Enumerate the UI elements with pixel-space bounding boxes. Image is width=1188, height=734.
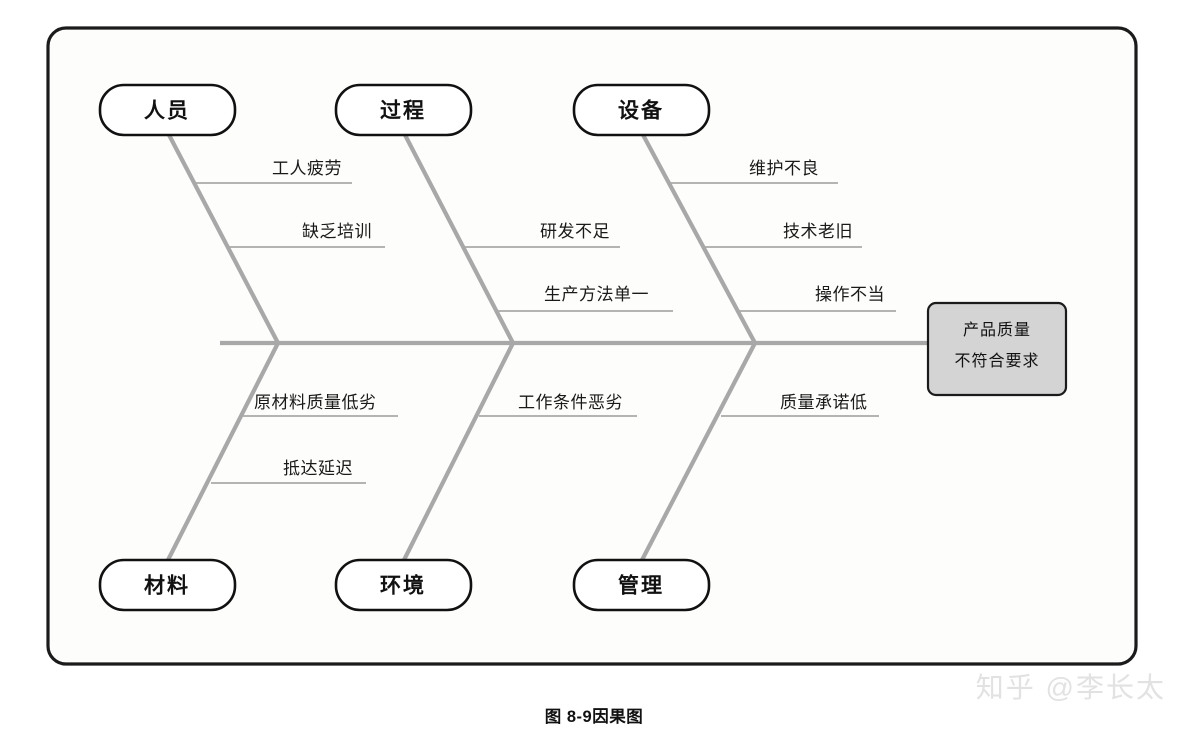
effect-box[interactable]: 产品质量 不符合要求 [926, 301, 1068, 397]
sublabel-arrival-delay: 抵达延迟 [283, 459, 353, 478]
effect-box-rect[interactable] [926, 301, 1068, 397]
category-label-equipment: 设备 [618, 99, 664, 123]
category-label-material: 材料 [144, 574, 190, 598]
figure-caption: 图 8-9因果图 [544, 708, 644, 726]
category-box-people-rect[interactable] [98, 83, 237, 137]
rib-environment [402, 342, 515, 561]
sublabel-poor-raw-material: 原材料质量低劣 [254, 393, 377, 412]
effect-label-line2: 不符合要求 [954, 352, 1039, 370]
category-box-management-rect[interactable] [572, 558, 711, 612]
sublabel-lack-training: 缺乏培训 [302, 222, 372, 241]
category-label-environment: 环境 [380, 574, 426, 598]
category-box-process[interactable]: 过程 [334, 83, 473, 137]
category-box-equipment-rect[interactable] [572, 83, 711, 137]
category-box-process-rect[interactable] [334, 83, 473, 137]
sublabel-poor-maintenance: 维护不良 [749, 159, 819, 178]
sublabel-improper-operation: 操作不当 [815, 285, 885, 304]
sublabel-worker-fatigue: 工人疲劳 [272, 159, 342, 178]
category-label-process: 过程 [380, 99, 426, 123]
sublabel-low-commitment: 质量承诺低 [780, 393, 868, 412]
diagram-frame [46, 26, 1138, 666]
rib-process [402, 132, 515, 344]
rib-management [640, 342, 757, 561]
category-box-management[interactable]: 管理 [572, 558, 711, 612]
category-box-material-rect[interactable] [98, 558, 237, 612]
zhihu-watermark: 知乎 @李长太 [975, 672, 1166, 703]
sublabel-rd-insufficient: 研发不足 [540, 222, 610, 241]
effect-label-line1: 产品质量 [963, 321, 1031, 339]
rib-material [166, 342, 280, 561]
sublabel-old-technology: 技术老旧 [783, 222, 853, 241]
category-label-people: 人员 [144, 100, 190, 123]
category-box-equipment[interactable]: 设备 [572, 83, 711, 137]
sublabel-bad-conditions: 工作条件恶劣 [518, 393, 623, 412]
category-box-environment[interactable]: 环境 [334, 558, 473, 612]
category-label-management: 管理 [618, 574, 664, 598]
sublabel-single-method: 生产方法单一 [544, 285, 649, 304]
rib-people [166, 132, 280, 344]
rib-equipment [640, 132, 757, 344]
category-box-material[interactable]: 材料 [98, 558, 237, 612]
category-box-people[interactable]: 人员 [98, 83, 237, 137]
category-box-environment-rect[interactable] [334, 558, 473, 612]
